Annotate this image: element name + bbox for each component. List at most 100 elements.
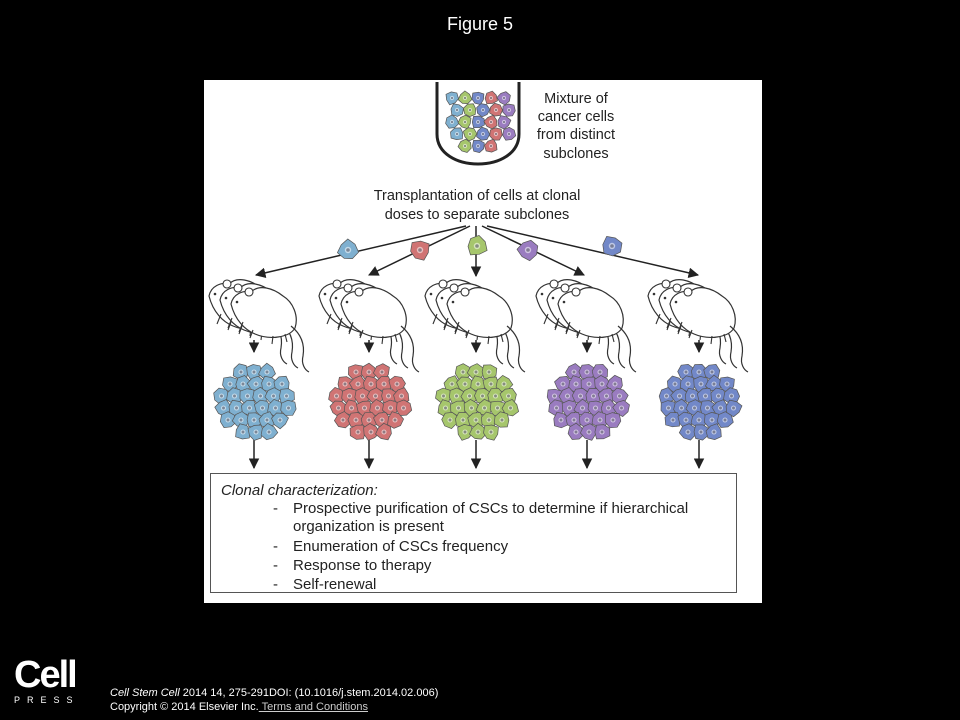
tumor-cell <box>279 388 295 404</box>
tumor-cell <box>678 423 696 441</box>
mixed-cell <box>483 114 498 130</box>
tumor-cell <box>247 424 264 441</box>
tumor-cell <box>219 411 237 428</box>
tumor-cell <box>235 423 251 440</box>
mixed-cell <box>497 115 512 130</box>
mouse-group <box>424 279 526 373</box>
tumor-cell <box>483 424 499 441</box>
tumor-cell <box>673 398 691 416</box>
svg-text:Transplantation of cells at cl: Transplantation of cells at clonal <box>374 188 581 204</box>
terms-link[interactable]: Terms and Conditions <box>258 701 368 713</box>
mixed-cell <box>463 103 477 117</box>
mixed-cell <box>484 138 498 153</box>
tumor-cell <box>561 400 578 417</box>
tumor-cell <box>460 387 478 405</box>
tumor-cell <box>375 422 392 441</box>
tumor-cell <box>664 412 681 428</box>
tumor-cell <box>347 412 365 429</box>
tumor-cell <box>343 399 360 416</box>
tumor-cell <box>579 423 597 441</box>
clonal-characterization-box: Clonal characterization: -Prospective pu… <box>210 473 737 593</box>
tumor-cell <box>594 374 612 393</box>
tumor-cell <box>493 411 510 428</box>
single-cell <box>516 239 539 262</box>
single-cell <box>410 240 430 261</box>
tumor-cell <box>354 387 372 404</box>
mouse-group <box>647 279 749 373</box>
single-cells <box>336 234 623 262</box>
tumor-cell <box>372 363 390 381</box>
tumor-cluster <box>213 362 297 441</box>
mixed-cell <box>457 90 473 104</box>
svg-text:Mixture of: Mixture of <box>544 91 609 107</box>
tumor-cell <box>260 422 279 441</box>
tumor-cell <box>454 363 472 380</box>
tube-label: Mixture of cancer cells from distinct su… <box>537 91 615 162</box>
figure-panel: Mixture of cancer cells from distinct su… <box>204 80 762 603</box>
mixed-cell <box>471 91 485 106</box>
tumor-cell <box>271 412 289 430</box>
citation-ref: 2014 14, 275-291DOI: (10.1016/j.stem.201… <box>179 687 439 699</box>
mouse-group <box>535 279 637 373</box>
tumor-cluster <box>546 363 630 441</box>
tumor-cell <box>450 400 466 416</box>
mixed-cell <box>502 126 517 141</box>
tumor-cell <box>387 411 405 429</box>
tumor-cell <box>468 422 487 440</box>
tumor-cell <box>594 424 611 440</box>
mixed-cell <box>445 114 460 129</box>
tumor-cell <box>725 399 743 418</box>
transplant-label: Transplantation of cells at clonal doses… <box>374 188 581 223</box>
mixed-cell <box>496 91 511 106</box>
tumor-cell <box>705 423 722 440</box>
tumor-cell <box>463 398 481 417</box>
tumor-cell <box>449 387 466 404</box>
tumor-cell <box>235 375 252 392</box>
tumor-cluster <box>328 362 413 441</box>
tumor-cell <box>333 411 352 429</box>
tumor-cell <box>495 374 514 393</box>
tumor-cell <box>690 410 708 428</box>
tumor-cell <box>475 398 493 417</box>
tumor-cell <box>246 412 263 429</box>
test-tube <box>435 82 521 166</box>
single-cell <box>602 236 623 257</box>
tumor-arrows <box>248 340 705 470</box>
tumor-cell <box>548 399 564 416</box>
mixed-cell <box>471 115 485 129</box>
list-item-continued: organization is present <box>293 518 444 535</box>
mixed-cell <box>472 139 485 153</box>
tumor-cell <box>660 400 677 417</box>
tumor-cell <box>696 388 713 405</box>
tumor-cell <box>605 412 622 429</box>
journal-name: Cell Stem Cell <box>110 687 180 699</box>
citation: Cell Stem Cell 2014 14, 275-291DOI: (10.… <box>110 686 438 714</box>
mice-groups <box>208 279 749 373</box>
tumor-cell <box>606 374 623 393</box>
tumor-cell <box>481 364 498 381</box>
mixed-cell <box>484 90 498 105</box>
tumor-cell <box>716 411 734 428</box>
tumor-cell <box>679 375 696 392</box>
single-cell <box>336 238 360 259</box>
mixed-cell <box>489 102 503 117</box>
tumor-cluster <box>435 363 519 441</box>
tumor-cell <box>553 411 570 429</box>
tumor-cell <box>349 424 366 440</box>
tumors <box>213 362 743 441</box>
tumor-cell <box>612 400 630 418</box>
tumor-cell <box>328 386 346 404</box>
single-cell <box>467 234 488 256</box>
mouse-group <box>208 279 310 373</box>
tumor-cell <box>578 364 596 381</box>
mixed-cell <box>476 126 491 141</box>
mixed-cell <box>502 103 516 117</box>
svg-text:cancer cells: cancer cells <box>538 109 615 125</box>
tumor-cell <box>723 387 740 404</box>
mixed-cell <box>457 114 472 130</box>
diagram-canvas: Mixture of cancer cells from distinct su… <box>208 82 749 470</box>
tumor-cell <box>363 422 381 441</box>
mixed-cell <box>457 138 472 153</box>
slide-title: Figure 5 <box>446 14 514 34</box>
cell-press-logo: Cell PRESS <box>14 654 80 705</box>
